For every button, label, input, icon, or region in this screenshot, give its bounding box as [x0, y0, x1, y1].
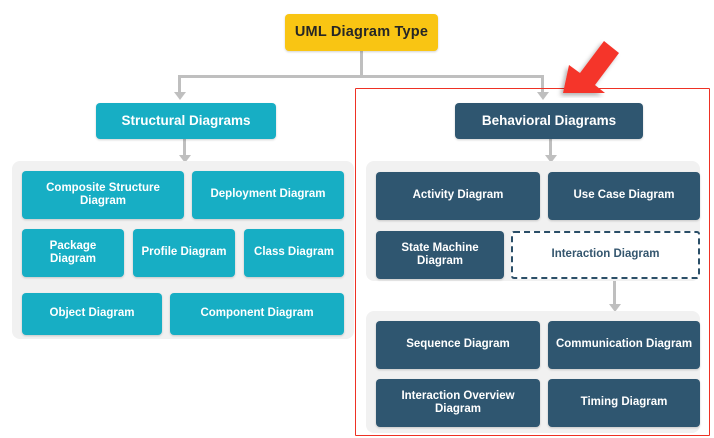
node-label: Profile Diagram: [141, 246, 227, 259]
node-structural-diagrams[interactable]: Structural Diagrams: [96, 103, 276, 139]
node-label: Timing Diagram: [580, 396, 668, 409]
node-label: Interaction Overview Diagram: [401, 389, 515, 415]
arrowhead-behavioral: [536, 92, 549, 100]
arrowhead-behavioral-panel: [544, 155, 557, 163]
node-label: Composite Structure Diagram: [46, 181, 160, 207]
node-label: UML Diagram Type: [294, 24, 429, 41]
node-class-diagram[interactable]: Class Diagram: [244, 229, 344, 277]
node-label: Package Diagram: [49, 239, 97, 265]
node-label: Class Diagram: [254, 246, 334, 259]
node-label: Object Diagram: [49, 307, 135, 320]
node-object-diagram[interactable]: Object Diagram: [22, 293, 162, 335]
connector-root-stem: [360, 51, 363, 77]
node-label: Activity Diagram: [412, 189, 504, 202]
node-profile-diagram[interactable]: Profile Diagram: [133, 229, 235, 277]
node-activity-diagram[interactable]: Activity Diagram: [376, 172, 540, 220]
connector-to-structural: [178, 75, 181, 93]
node-state-machine-diagram[interactable]: State Machine Diagram: [376, 231, 504, 279]
node-label: Deployment Diagram: [210, 188, 326, 201]
connector-behavioral-to-panel: [549, 139, 552, 157]
node-package-diagram[interactable]: Package Diagram: [22, 229, 124, 277]
node-label: State Machine Diagram: [401, 241, 479, 267]
node-uml-diagram-type[interactable]: UML Diagram Type: [285, 14, 438, 51]
node-label: Use Case Diagram: [573, 189, 675, 202]
node-deployment-diagram[interactable]: Deployment Diagram: [192, 171, 344, 219]
node-label: Sequence Diagram: [406, 338, 510, 351]
node-interaction-overview-diagram[interactable]: Interaction Overview Diagram: [376, 379, 540, 427]
node-label: Behavioral Diagrams: [481, 113, 617, 129]
arrowhead-structural: [173, 92, 186, 100]
node-communication-diagram[interactable]: Communication Diagram: [548, 321, 700, 369]
arrowhead-structural-panel: [178, 155, 191, 163]
connector-root-bar: [178, 75, 544, 78]
node-sequence-diagram[interactable]: Sequence Diagram: [376, 321, 540, 369]
node-label: Structural Diagrams: [121, 113, 251, 129]
red-pointer-arrow: [563, 41, 619, 93]
node-label: Component Diagram: [200, 307, 314, 320]
arrowhead-interaction-group: [608, 304, 621, 312]
node-use-case-diagram[interactable]: Use Case Diagram: [548, 172, 700, 220]
node-interaction-diagram[interactable]: Interaction Diagram: [511, 231, 700, 279]
connector-structural-to-panel: [183, 139, 186, 157]
connector-to-behavioral: [541, 75, 544, 93]
node-composite-structure-diagram[interactable]: Composite Structure Diagram: [22, 171, 184, 219]
node-timing-diagram[interactable]: Timing Diagram: [548, 379, 700, 427]
node-label: Interaction Diagram: [551, 248, 660, 261]
connector-interaction-to-group: [613, 278, 616, 306]
node-behavioral-diagrams[interactable]: Behavioral Diagrams: [455, 103, 643, 139]
node-label: Communication Diagram: [555, 338, 693, 351]
node-component-diagram[interactable]: Component Diagram: [170, 293, 344, 335]
